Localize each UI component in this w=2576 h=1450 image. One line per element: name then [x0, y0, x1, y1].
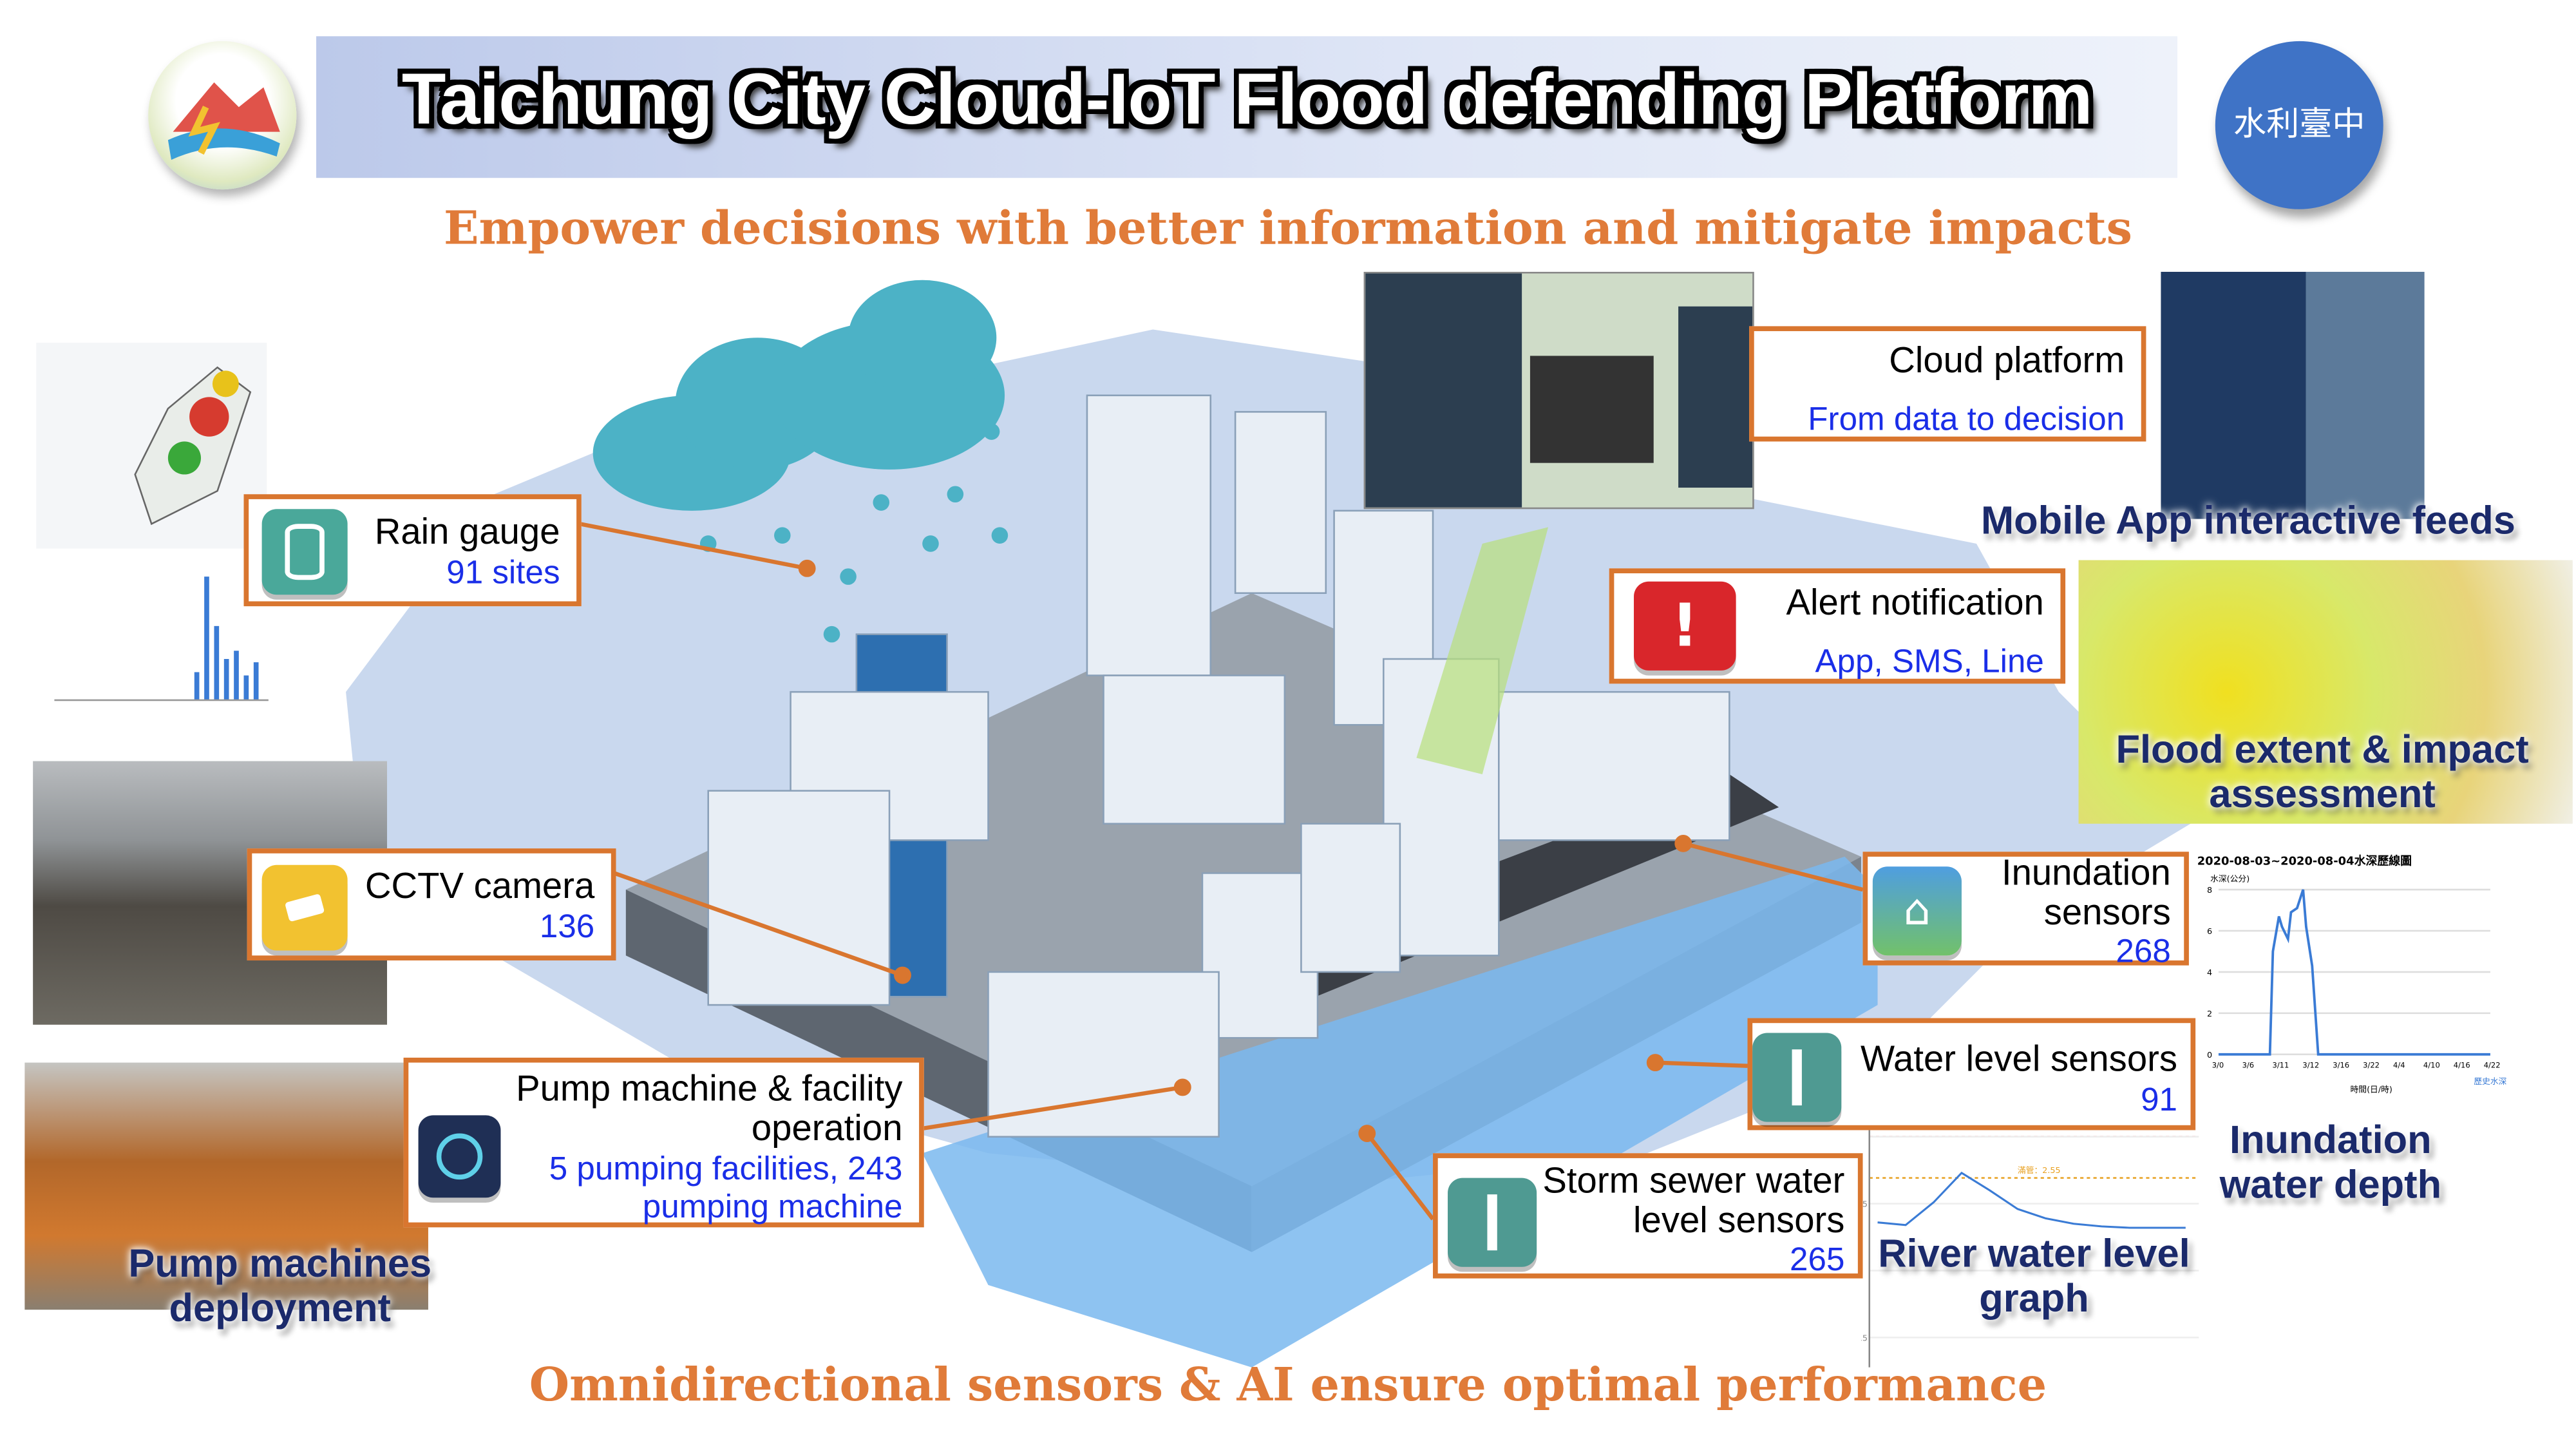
y-tick-label: 1.5 — [1861, 1333, 1868, 1343]
river-level-series-line — [1877, 1171, 2186, 1229]
rain-gauge-icon — [261, 509, 348, 595]
river — [922, 856, 1878, 1368]
page-title: Taichung City Cloud-IoT Flood defending … — [401, 59, 2093, 140]
x-tick-label: 4/10 — [2423, 1060, 2440, 1069]
flood-extent-map-image — [2078, 560, 2573, 824]
alert-icon: ! — [1634, 581, 1736, 671]
inundation-sensors-callout: ⌂ Inundation sensors 268 — [1862, 852, 2189, 970]
data-beam — [1416, 527, 1549, 775]
rainfall-bar-chart-image — [46, 560, 277, 709]
subtitle: Empower decisions with better informatio… — [443, 201, 2132, 256]
x-tick-label: 3/11 — [2272, 1060, 2289, 1069]
legend-label: 歷史水深 — [2474, 1077, 2506, 1087]
chart-title: 2020-08-03~2020-08-04水深歷線圖 — [2197, 854, 2412, 868]
x-tick-label: 4/22 — [2484, 1060, 2501, 1069]
depth-caption-line1: Inundation — [2230, 1118, 2432, 1163]
pump-label-line2: operation — [751, 1107, 903, 1149]
cctv-camera-icon — [261, 864, 348, 951]
y-axis-label: 水深(公分) — [2210, 874, 2249, 884]
alert-callout: ! Alert notification App, SMS, Line — [1609, 568, 2066, 684]
pump-count-line2: pumping machine — [642, 1189, 903, 1226]
rain-gauge-callout: Rain gauge 91 sites — [243, 494, 582, 607]
pump-machines-photo — [24, 1062, 428, 1310]
y-tick-label: 4 — [2207, 968, 2212, 978]
inundation-label-line2: sensors — [2043, 891, 2171, 933]
warning-annotation: 滿管：2.55 — [2018, 1165, 2061, 1176]
river-caption-line1: River water level — [1878, 1232, 2190, 1277]
y-tick-label: 0 — [2207, 1051, 2212, 1060]
depth-caption-line2: water depth — [2219, 1163, 2442, 1208]
x-tick-label: 3/12 — [2302, 1060, 2319, 1069]
rain-clouds-icon — [592, 280, 1009, 643]
rain-gauge-count: 91 sites — [446, 555, 560, 592]
left-logo — [148, 41, 297, 190]
title-banner — [316, 36, 2178, 178]
inundation-count: 268 — [2116, 934, 2171, 971]
x-tick-label: 3/0 — [2212, 1060, 2224, 1069]
cloud-platform-screenshot — [1363, 271, 1754, 510]
sewer-label-line1: Storm sewer water — [1542, 1159, 1845, 1201]
mobile-app-screenshot — [2161, 271, 2425, 519]
inundation-label-line1: Inundation — [2001, 852, 2171, 893]
x-tick-label: 3/6 — [2242, 1060, 2255, 1069]
sewer-label-line2: level sensors — [1633, 1199, 1845, 1241]
cloud-platform-label: Cloud platform — [1889, 339, 2125, 381]
pump-count-line1: 5 pumping facilities, 243 — [549, 1151, 903, 1188]
cloud-platform-tagline: From data to decision — [1808, 402, 2125, 439]
sewer-count: 265 — [1790, 1242, 1845, 1279]
water-level-callout: Water level sensors 91 — [1747, 1018, 2196, 1130]
x-axis-label: 時間(日/時) — [2351, 1085, 2392, 1095]
pump-icon — [418, 1115, 501, 1198]
water-level-label: Water level sensors — [1861, 1038, 2178, 1080]
river-caption-line2: graph — [1979, 1277, 2089, 1322]
alert-label: Alert notification — [1786, 581, 2044, 623]
pump-label-line1: Pump machine & facility — [516, 1067, 903, 1109]
river-level-chart: 滿管：2.55 32.521.5 — [1861, 1128, 2199, 1368]
alert-channels: App, SMS, Line — [1815, 644, 2044, 681]
water-resources-bureau-logo: 水利臺中 — [2215, 41, 2383, 209]
inundation-depth-chart: 2020-08-03~2020-08-04水深歷線圖 水深(公分) 時間(日/時… — [2197, 854, 2507, 1095]
pump-callout: Pump machine & facility operation 5 pump… — [403, 1057, 924, 1228]
pumps-caption-line2: deployment — [169, 1286, 392, 1331]
cloud-platform-callout: Cloud platform From data to decision — [1749, 326, 2146, 442]
y-tick-label: 2 — [2207, 1009, 2212, 1019]
x-tick-label: 3/22 — [2363, 1060, 2380, 1069]
radar-rain-map-image — [36, 342, 267, 549]
cctv-count: 136 — [539, 909, 595, 946]
water-level-count: 91 — [2141, 1082, 2178, 1119]
y-tick-label: 6 — [2207, 927, 2212, 937]
buildings — [707, 394, 1730, 1138]
y-tick-label: 8 — [2207, 886, 2212, 895]
connector-lines — [579, 522, 1864, 1221]
y-tick-label: 2.5 — [1861, 1200, 1868, 1210]
mobile-app-caption: Mobile App interactive feeds — [1980, 499, 2515, 544]
cctv-callout: CCTV camera 136 — [247, 848, 616, 961]
cctv-label: CCTV camera — [365, 864, 595, 906]
footer-tagline: Omnidirectional sensors & AI ensure opti… — [529, 1357, 2047, 1412]
x-tick-label: 3/16 — [2333, 1060, 2349, 1069]
flood-caption-line1: Flood extent & impact — [2116, 728, 2529, 773]
storm-sewer-callout: Storm sewer water level sensors 265 — [1433, 1153, 1863, 1279]
water-level-sensor-icon — [1752, 1033, 1842, 1122]
sewer-sensor-icon — [1448, 1178, 1537, 1267]
depth-series-line — [2218, 889, 2490, 1056]
flood-caption-line2: assessment — [2209, 772, 2436, 817]
x-tick-label: 4/16 — [2454, 1060, 2470, 1069]
x-tick-label: 4/4 — [2393, 1060, 2405, 1069]
pumps-caption-line1: Pump machines — [128, 1242, 432, 1287]
rain-gauge-label: Rain gauge — [374, 510, 560, 552]
flooded-house-icon: ⌂ — [1872, 866, 1962, 956]
